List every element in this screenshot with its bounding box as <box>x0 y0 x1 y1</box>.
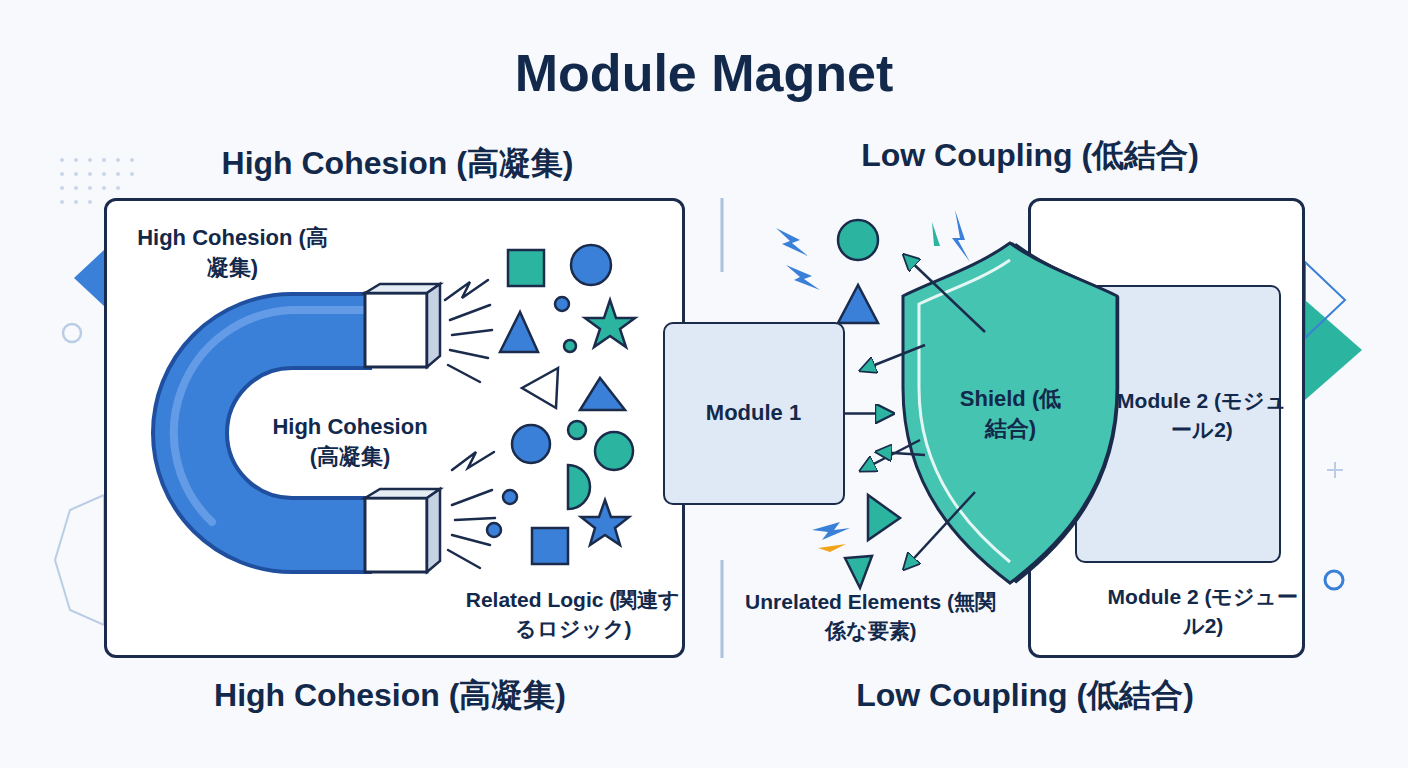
deco-ring <box>63 324 81 342</box>
deco-diamond-outline <box>1305 262 1345 338</box>
section-footer: Low Coupling (低結合) <box>725 673 1325 717</box>
deco-plus <box>1327 462 1343 478</box>
module-label: Module 2 (モジュール2) <box>1117 387 1287 445</box>
divider-line <box>721 560 724 658</box>
panel-note: High Cohesion (高凝集) <box>135 223 330 284</box>
panel-note: Related Logic (関連するロジック) <box>459 586 687 644</box>
divider-line <box>721 198 724 272</box>
deco-hexagon <box>55 495 104 625</box>
section-footer: High Cohesion (高凝集) <box>90 673 690 717</box>
shield-outline <box>893 238 1133 590</box>
connector-arrow <box>845 412 893 415</box>
section-heading: Low Coupling (低結合) <box>780 133 1280 177</box>
repelled-shapes <box>838 220 900 588</box>
deco-diamond <box>1305 300 1362 400</box>
magnet-label: High Cohesion (高凝集) <box>255 412 445 473</box>
shield-label: Shield (低結合) <box>953 384 1068 445</box>
deco-ring <box>1325 571 1343 589</box>
panel-heading: High Cohesion (高凝集) <box>97 141 698 185</box>
shield-shape: Shield (低結合) <box>893 238 1133 590</box>
deco-diamond <box>74 250 104 306</box>
module-label: Module 1 <box>665 398 842 428</box>
element-label: Unrelated Elements (無関係な要素) <box>738 588 1003 646</box>
module-label: Module 2 (モジュール2) <box>1103 583 1303 641</box>
diagram-title: Module Magnet <box>304 38 1104 110</box>
module-box: Module 1 <box>663 322 845 505</box>
